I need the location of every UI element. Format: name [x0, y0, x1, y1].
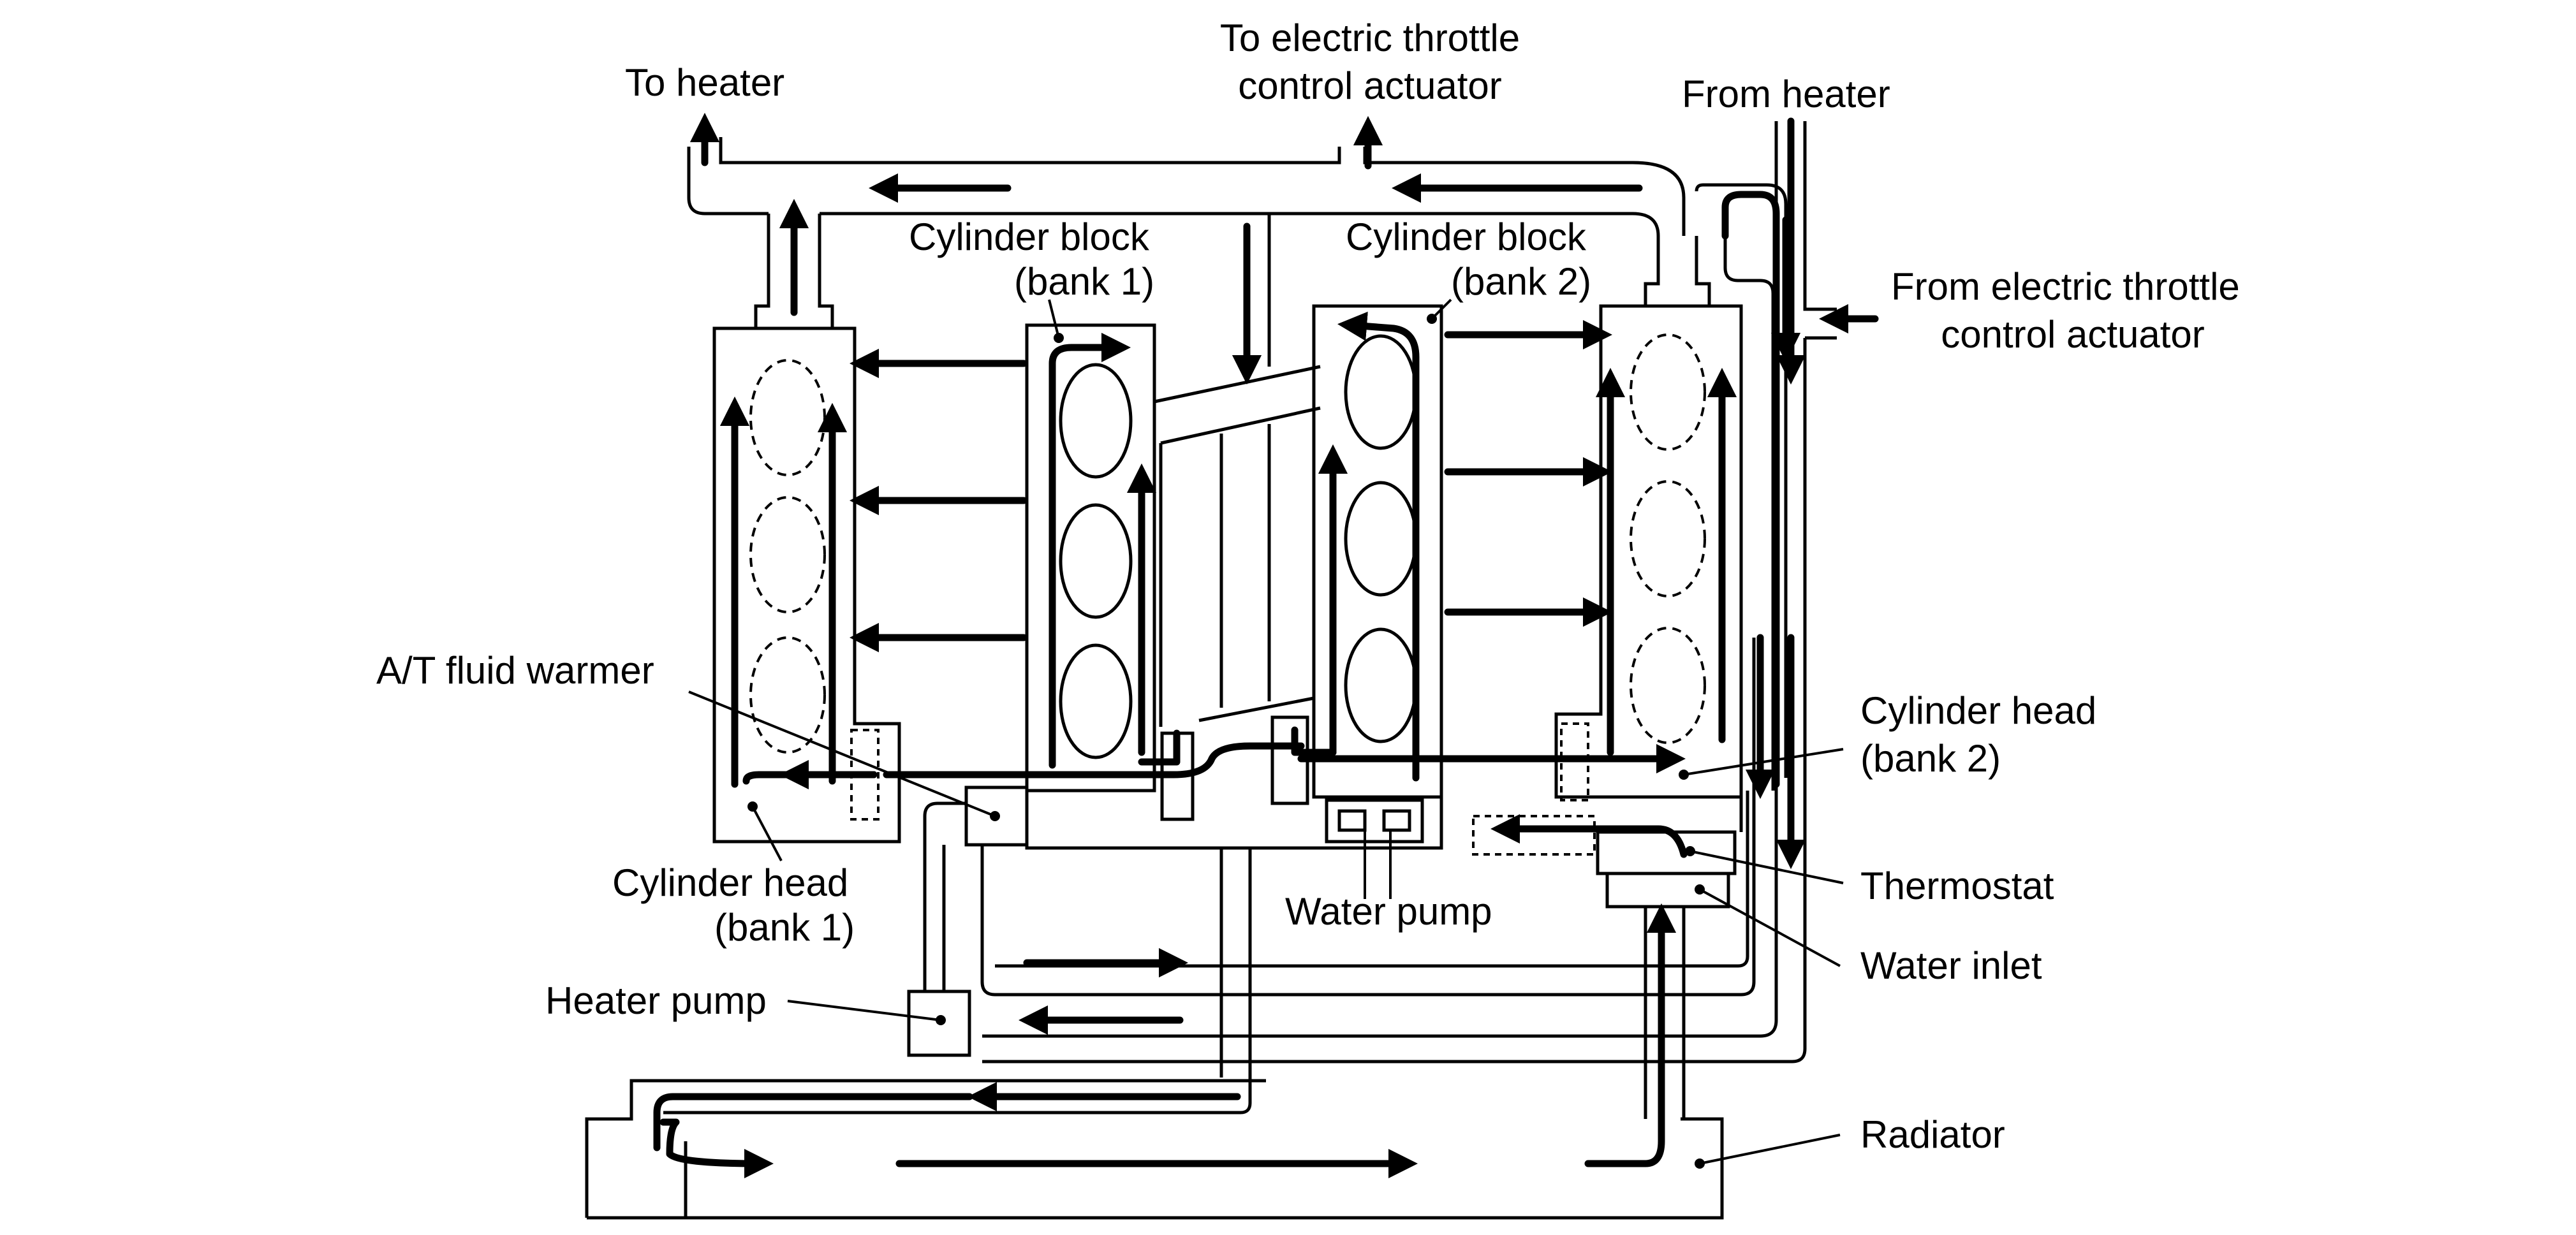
cylinder-block-bank2	[1270, 304, 1443, 805]
label-heater-pump: Heater pump	[545, 979, 767, 1022]
label-water-inlet: Water inlet	[1860, 944, 2042, 987]
label-to-heater: To heater	[625, 61, 784, 104]
label-water-pump: Water pump	[1285, 890, 1492, 933]
label-head-bank2-line1: Cylinder head	[1860, 689, 2096, 732]
label-head-bank1-line2: (bank 1)	[714, 906, 855, 949]
leader-lines	[688, 298, 1844, 1169]
label-to-etc-line2: control actuator	[1238, 64, 1502, 107]
label-from-heater: From heater	[1682, 73, 1890, 115]
label-head-bank2-line2: (bank 2)	[1860, 737, 2001, 780]
label-block-bank2-line2: (bank 2)	[1451, 260, 1591, 303]
water-pump	[1325, 798, 1424, 844]
label-block-bank1-line2: (bank 1)	[1014, 260, 1154, 303]
coolant-flow-arrows	[653, 112, 1879, 1179]
label-block-bank2-line1: Cylinder block	[1346, 216, 1587, 258]
heater-pump	[907, 990, 971, 1057]
label-thermostat: Thermostat	[1860, 865, 2054, 907]
label-from-etc-line1: From electric throttle	[1891, 265, 2240, 308]
coolant-piping	[663, 121, 1837, 1119]
cylinder-head-bank1	[712, 214, 901, 844]
diagram-labels: To heater To electric throttle control a…	[376, 17, 2240, 1156]
label-block-bank1-line1: Cylinder block	[909, 216, 1150, 258]
label-radiator: Radiator	[1860, 1113, 2005, 1156]
label-head-bank1-line1: Cylinder head	[612, 861, 848, 904]
radiator	[585, 1079, 1724, 1220]
label-from-etc-line2: control actuator	[1941, 313, 2205, 356]
label-to-etc-line1: To electric throttle	[1220, 17, 1520, 59]
label-at-fluid-warmer: A/T fluid warmer	[376, 649, 654, 692]
cylinder-head-bank2	[1554, 236, 1743, 801]
